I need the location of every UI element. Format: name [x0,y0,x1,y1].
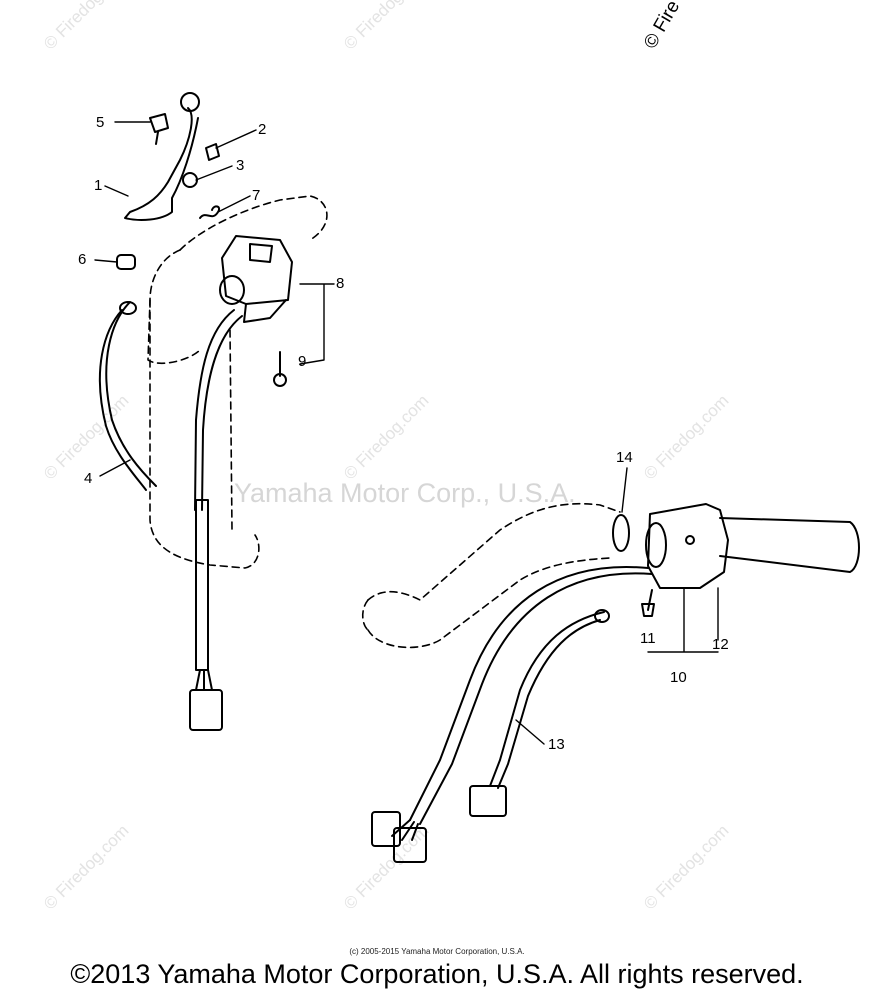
clutch-lever [124,107,199,221]
callout-10: 10 [670,669,687,686]
right-switch-housing [647,503,729,589]
callout-4: 4 [84,470,93,487]
small-copyright: (c) 2005-2015 Yamaha Motor Corporation, … [349,947,525,956]
right-handlebar-outline [361,502,621,649]
callout-8: 8 [336,275,345,292]
watermark-center: Yamaha Motor Corp., U.S.A. [234,478,576,508]
callout-1: 1 [94,177,103,194]
callout-12: 12 [712,636,729,653]
left-handlebar-outline [147,195,328,569]
callout-13: 13 [548,736,565,753]
left-switch-housing [221,235,293,305]
callout-7: 7 [252,187,261,204]
callout-14: 14 [616,449,633,466]
callout-9: 9 [298,353,307,370]
callout-11: 11 [640,630,656,647]
callout-3: 3 [236,157,245,174]
callout-6: 6 [78,251,87,268]
throttle-grip [719,517,860,573]
callout-2: 2 [258,121,267,138]
callout-5: 5 [96,114,105,131]
copyright-footer: ©2013 Yamaha Motor Corporation, U.S.A. A… [70,959,804,989]
